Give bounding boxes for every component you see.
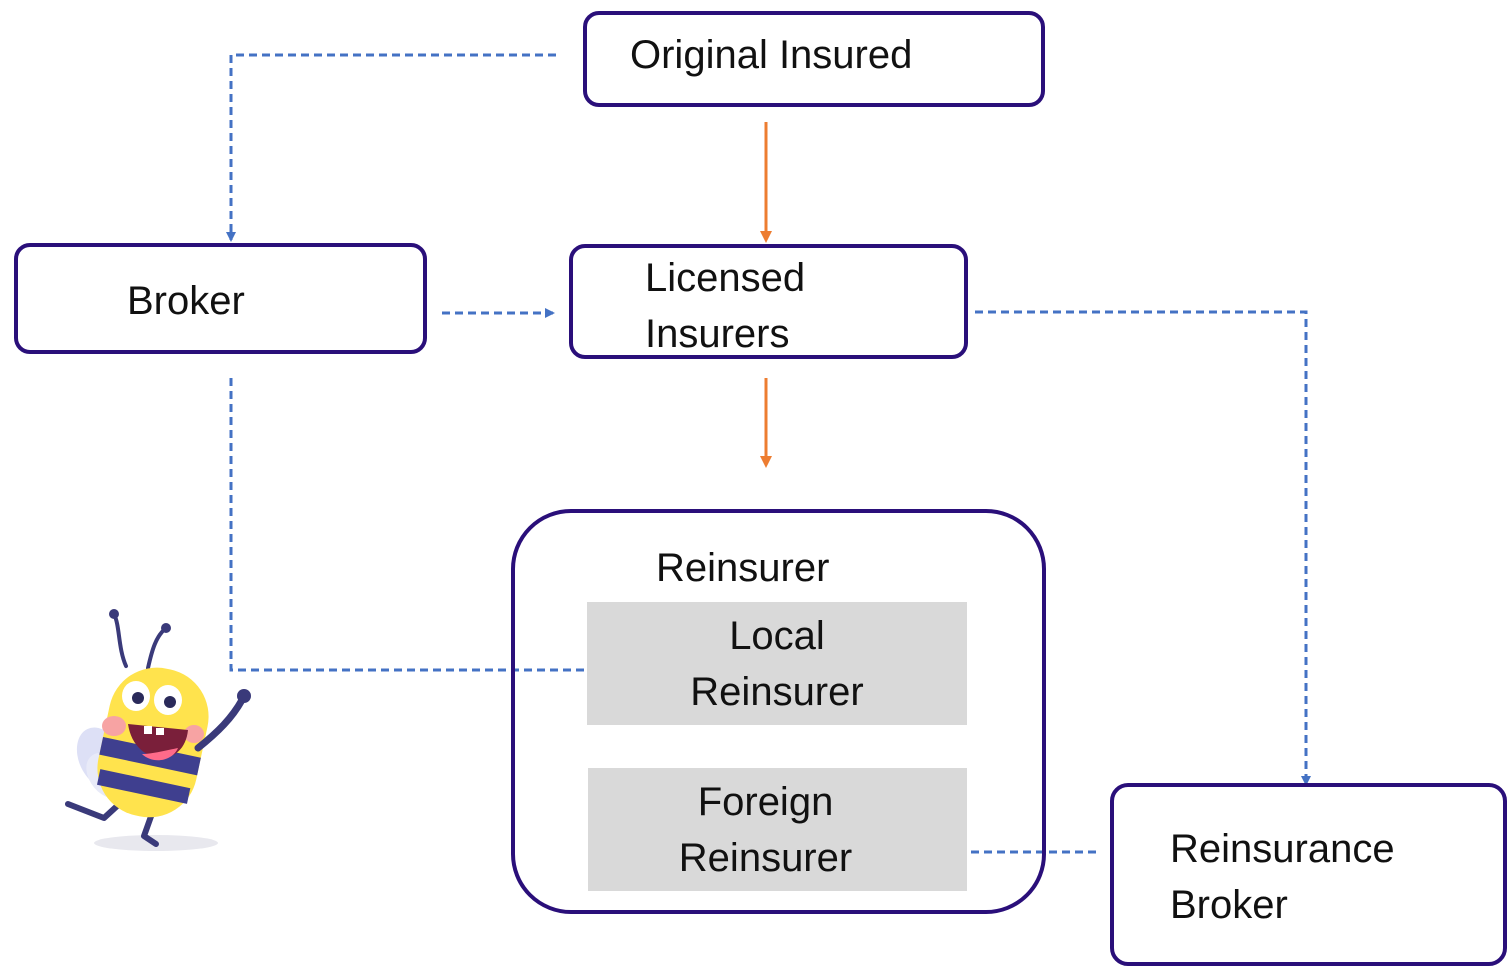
local-reinsurer-label: Local Reinsurer	[690, 613, 864, 714]
original-insured-box: Original Insured	[583, 11, 1045, 107]
bee-mascot-icon	[65, 609, 251, 851]
broker-label: Broker	[127, 279, 245, 323]
broker-box: Broker	[14, 243, 427, 354]
foreign-reinsurer-box: Foreign Reinsurer	[588, 768, 967, 891]
local-reinsurer-box: Local Reinsurer	[587, 602, 967, 725]
arrow-original-insured-to-broker	[226, 53, 556, 242]
reinsurance-broker-label: Reinsurance Broker	[1170, 827, 1395, 927]
original-insured-label: Original Insured	[630, 33, 913, 77]
licensed-insurers-box: Licensed Insurers	[569, 244, 968, 359]
reinsurer-label: Reinsurer	[656, 546, 830, 590]
licensed-insurers-label: Licensed Insurers	[645, 256, 806, 356]
foreign-reinsurer-label: Foreign Reinsurer	[678, 779, 853, 880]
reinsurance-broker-box: Reinsurance Broker	[1110, 783, 1507, 966]
reinsurer-box: Reinsurer	[511, 509, 1046, 914]
